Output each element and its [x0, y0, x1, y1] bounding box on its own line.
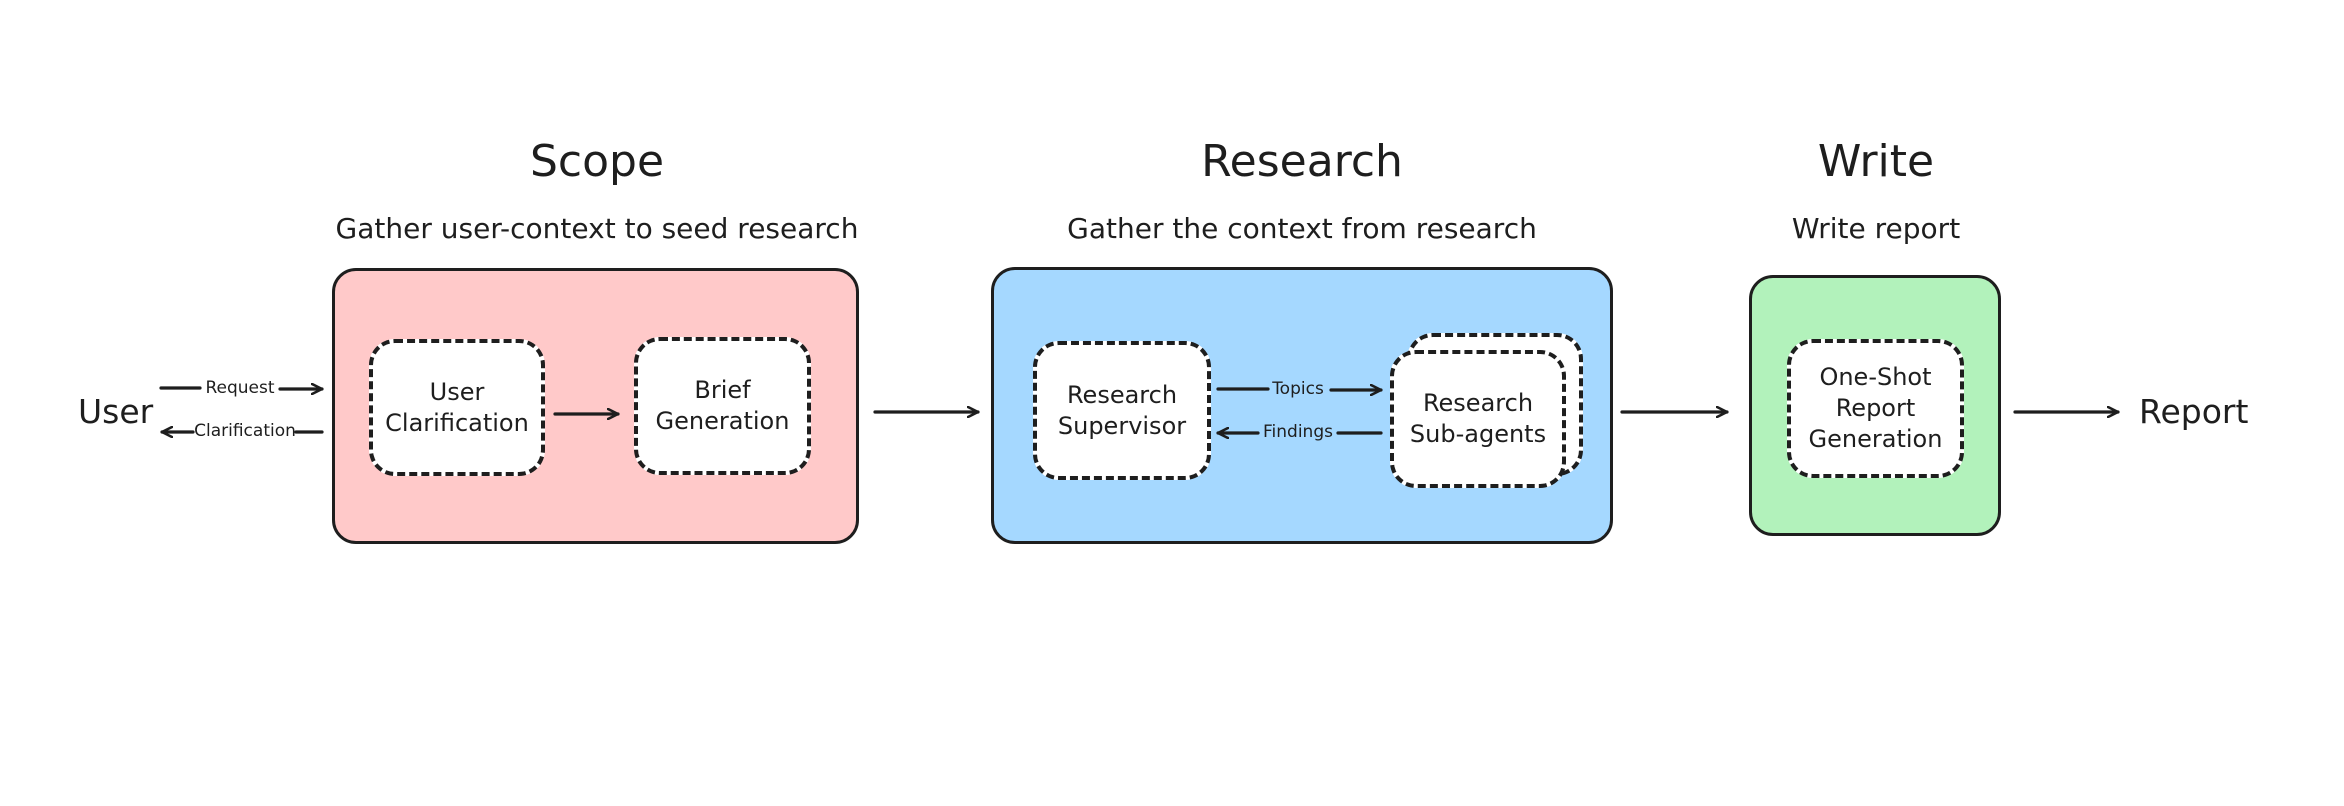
edge-label-topics: Topics	[1272, 379, 1324, 399]
stage-subtitle-write: Write report	[1791, 212, 1961, 245]
edge-label-request: Request	[205, 378, 275, 398]
endpoint-user: User	[78, 392, 154, 431]
stage-subtitle-scope: Gather user-context to seed research	[335, 212, 859, 245]
stage-subtitle-research: Gather the context from research	[1067, 212, 1537, 245]
endpoint-report: Report	[2139, 392, 2249, 431]
node-research-sub-agents[interactable]: Research Sub-agents	[1390, 350, 1566, 488]
stage-title-research: Research	[1201, 136, 1403, 187]
stage-title-scope: Scope	[529, 136, 665, 187]
edge-label-clarification: Clarification	[194, 421, 296, 441]
node-research-supervisor[interactable]: Research Supervisor	[1033, 341, 1211, 480]
node-one-shot-report-generation[interactable]: One-Shot Report Generation	[1787, 339, 1964, 478]
node-user-clarification[interactable]: User Clarification	[369, 339, 545, 476]
node-brief-generation[interactable]: Brief Generation	[634, 337, 811, 475]
edge-label-findings: Findings	[1263, 422, 1333, 442]
stage-title-write: Write	[1817, 136, 1935, 187]
